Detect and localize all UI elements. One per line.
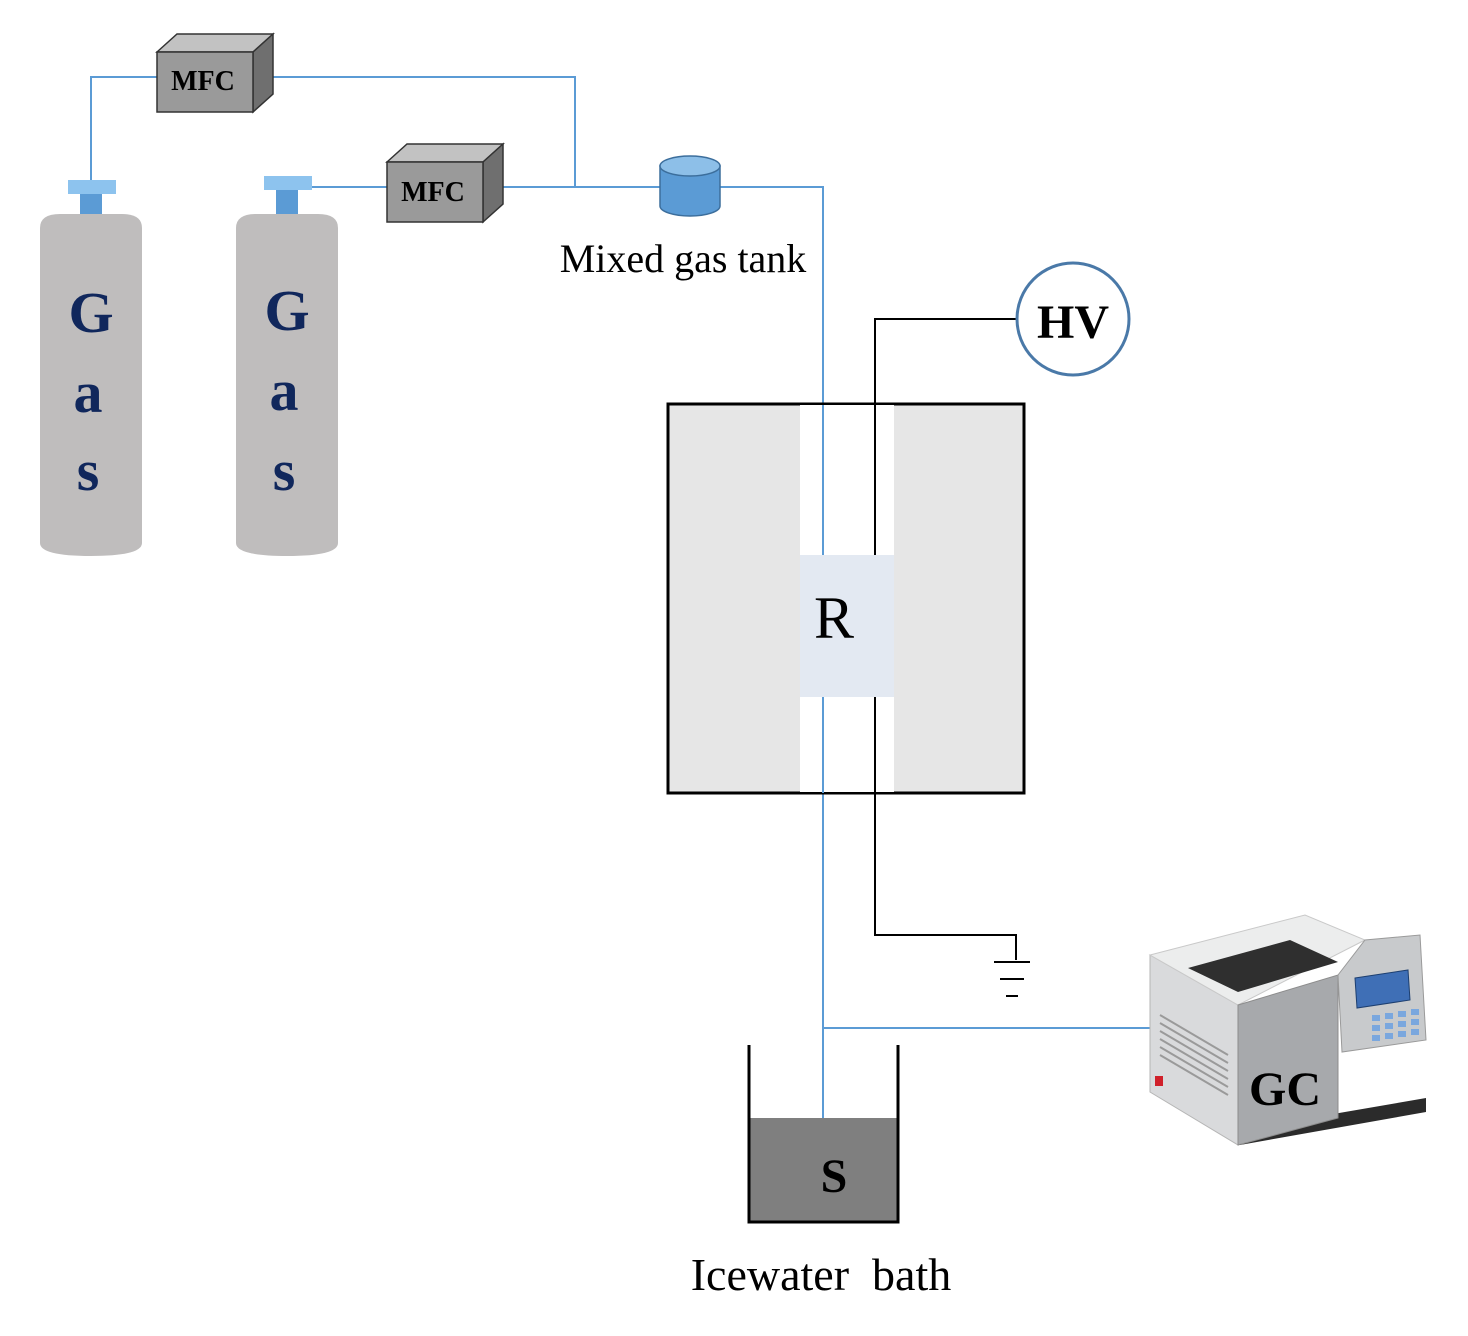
mixed-gas-tank: Mixed gas tank [560, 155, 807, 281]
mfc-unit-2: MFC [385, 142, 505, 224]
mfc-label: MFC [401, 177, 465, 208]
gc-screen-icon [1354, 969, 1411, 1009]
cylinder-letter: a [270, 358, 299, 423]
gas-cylinder-2: G a s [236, 176, 338, 556]
cylinder-letter: a [74, 360, 103, 425]
reactor-label: R [814, 585, 854, 651]
cylinder-letter: G [264, 278, 309, 343]
reactor: R [666, 402, 1026, 795]
valve-cap-icon [264, 176, 312, 190]
mfc-unit-1: MFC [155, 32, 275, 114]
icewater-bath: S Icewater bath [691, 1028, 952, 1300]
gas-line-mfc1-to-junction [273, 76, 576, 187]
mfc-label: MFC [171, 66, 235, 97]
bath-liquid [749, 1118, 898, 1222]
reactor-gap-top [800, 405, 894, 555]
gc-label: GC [1249, 1063, 1321, 1116]
reactor-gap-bottom [800, 697, 894, 792]
gc-vents-icon [1159, 1014, 1229, 1096]
sample-label: S [821, 1150, 848, 1203]
gc-keypad-icon [1372, 1009, 1419, 1041]
ground-symbol-icon [994, 961, 1030, 997]
valve-stem-icon [80, 190, 102, 218]
mixed-gas-tank-label: Mixed gas tank [560, 236, 807, 281]
valve-cap-icon [68, 180, 116, 194]
ground-wire [874, 697, 1017, 960]
high-voltage-source: HV [1015, 261, 1131, 377]
gas-cylinder-1: G a s [40, 180, 142, 556]
cylinder-letter: s [77, 438, 100, 503]
gas-chromatograph: GC [1148, 914, 1427, 1146]
gas-line-cylinder1-to-mfc1 [90, 76, 157, 180]
discharge-zone [800, 555, 894, 697]
icewater-bath-caption: Icewater bath [691, 1249, 952, 1300]
gc-power-indicator-icon [1155, 1076, 1163, 1086]
valve-stem-icon [276, 188, 298, 218]
cylinder-letter: G [68, 280, 113, 345]
cylinder-letter: s [273, 438, 296, 503]
hv-label: HV [1037, 296, 1109, 349]
